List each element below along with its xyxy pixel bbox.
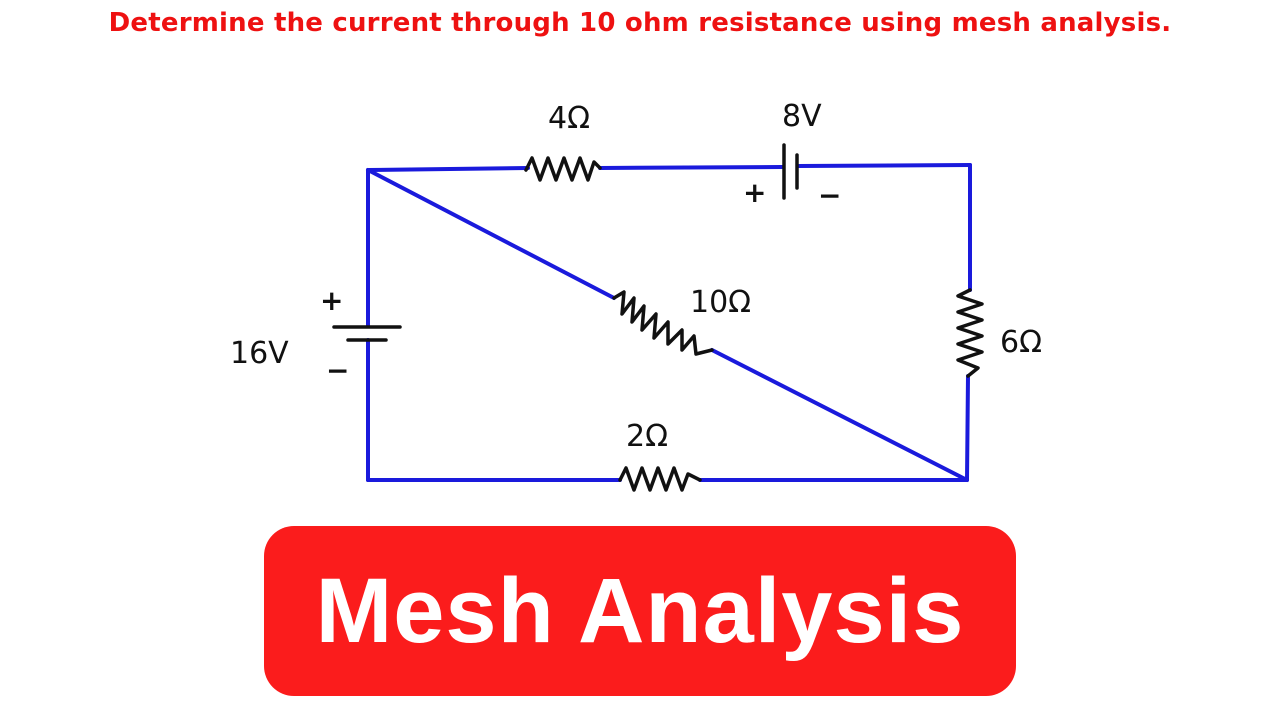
wire-top-mid (598, 165, 784, 170)
label-16v: 16V (230, 336, 289, 371)
title-banner: Mesh Analysis (264, 526, 1016, 696)
resistor-2-ohm (618, 466, 702, 492)
wire-diagonal-lower (710, 348, 969, 482)
battery-8v-minus-sign: − (818, 179, 841, 212)
wire-top-right (796, 163, 972, 168)
question-text: Determine the current through 10 ohm res… (108, 8, 1172, 38)
battery-16v-plus-sign: + (320, 284, 343, 317)
label-8v: 8V (782, 99, 822, 134)
title-text: Mesh Analysis (315, 559, 965, 662)
battery-16v-minus-sign: − (326, 354, 349, 387)
label-6-ohm: 6Ω (1000, 325, 1042, 360)
wire-top-left (366, 166, 530, 172)
label-4-ohm: 4Ω (548, 101, 590, 136)
battery-8v (782, 143, 799, 200)
battery-8v-plus-sign: + (743, 176, 766, 209)
circuit-diagram: 4Ω 8V + − 16V + − 10Ω 6Ω 2Ω (230, 99, 1042, 492)
resistor-6-ohm (956, 288, 984, 378)
resistor-4-ohm (524, 156, 602, 182)
resistor-10-ohm (612, 290, 714, 356)
wire-right-lower (965, 374, 970, 482)
wire-diagonal-upper (366, 168, 616, 300)
battery-16v (332, 325, 402, 342)
label-10-ohm: 10Ω (690, 285, 751, 320)
wires (366, 163, 972, 482)
label-2-ohm: 2Ω (626, 419, 668, 454)
